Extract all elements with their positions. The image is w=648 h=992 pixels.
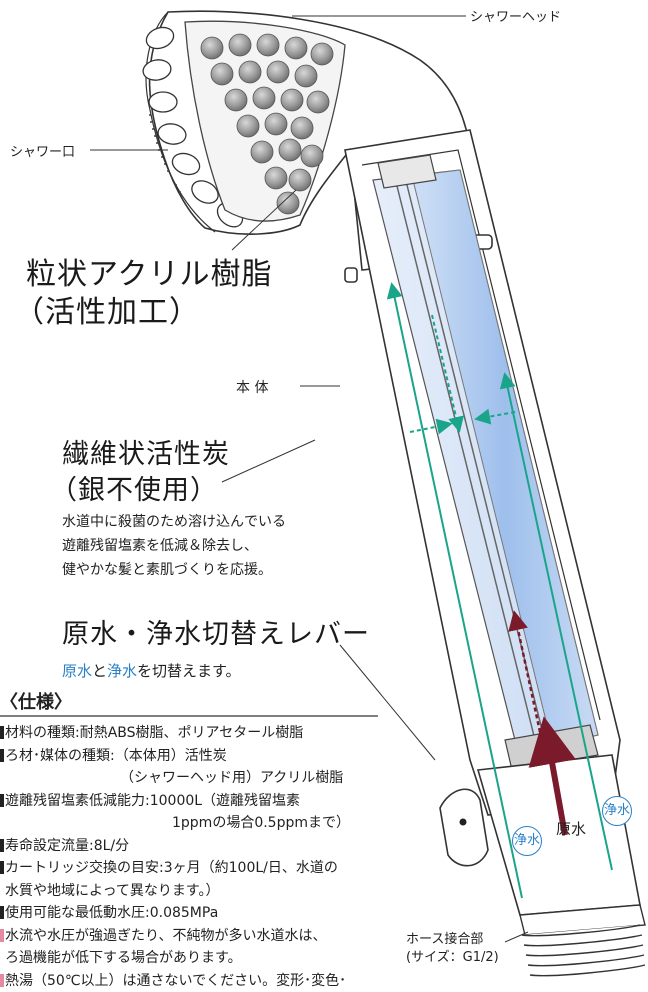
carbon-desc-3: 健やかな髪と素肌づくりを応援。: [62, 558, 272, 582]
label-hose-size: (サイズ：G1/2): [406, 946, 499, 965]
spec-line: カートリッジ交換の目安:3ヶ月（約100L/日、水道の: [0, 857, 350, 880]
carbon-title-line2: （銀不使用）: [50, 472, 218, 510]
spec-line: 熱湯（50℃以上）は通さないでください。変形･変色･: [0, 970, 350, 992]
spec-line: 使用可能な最低動水圧:0.085MPa: [0, 902, 350, 925]
carbon-desc-2: 遊離残留塩素を低減＆除去し、: [62, 534, 258, 558]
spec-title: 〈仕様〉: [0, 688, 72, 714]
spec-line: 水質や地域によって異なります。）: [0, 880, 350, 903]
lever-subtitle: 原水と浄水を切替えます。: [62, 660, 241, 681]
spec-line: 遊離残留塩素低減能力:10000L（遊離残留塩素: [0, 790, 350, 813]
carbon-title-line1: 繊維状活性炭: [62, 436, 230, 474]
spec-line: 材料の種類:耐熱ABS樹脂、ポリアセタール樹脂: [0, 722, 350, 745]
lever-and-word: と: [92, 662, 107, 680]
label-shower-head: シャワーヘッド: [470, 6, 561, 25]
pure-water-tag-left: 浄水: [512, 826, 542, 856]
lever-pin: [460, 819, 467, 826]
hose-joint: [520, 905, 645, 976]
spec-line: ろ過機能が低下する場合があります。: [0, 947, 350, 970]
spec-line: 寿命設定流量:8L/分: [0, 835, 350, 858]
lever-raw-word: 原水: [62, 662, 92, 680]
spec-line: 水流や水圧が強過ぎたり、不純物が多い水道水は、: [0, 925, 350, 948]
spec-line: 1ppmの場合0.5ppmまで）: [0, 812, 350, 835]
label-body: 本 体: [236, 377, 268, 397]
label-hose-joint: ホース接合部: [406, 928, 483, 947]
spec-line: （シャワーヘッド用）アクリル樹脂: [0, 767, 350, 790]
lever-pure-word: 浄水: [107, 662, 137, 680]
lever-title: 原水・浄水切替えレバー: [62, 616, 370, 654]
acrylic-title-line2: （活性加工）: [14, 294, 200, 332]
raw-water-tag: 原水: [556, 818, 586, 839]
lever-rest-text: を切替えます。: [137, 662, 241, 680]
carbon-desc-1: 水道中に殺菌のため溶け込んでいる: [62, 510, 286, 534]
label-shower-mouth: シャワー口: [10, 141, 75, 160]
pure-water-tag-right: 浄水: [602, 796, 632, 826]
spec-list: 材料の種類:耐熱ABS樹脂、ポリアセタール樹脂 ろ材･媒体の種類:（本体用）活性…: [0, 722, 350, 992]
acrylic-title-line1: 粒状アクリル樹脂: [26, 256, 273, 294]
switch-lever[interactable]: [440, 789, 488, 865]
spec-line: ろ材･媒体の種類:（本体用）活性炭: [0, 745, 350, 768]
